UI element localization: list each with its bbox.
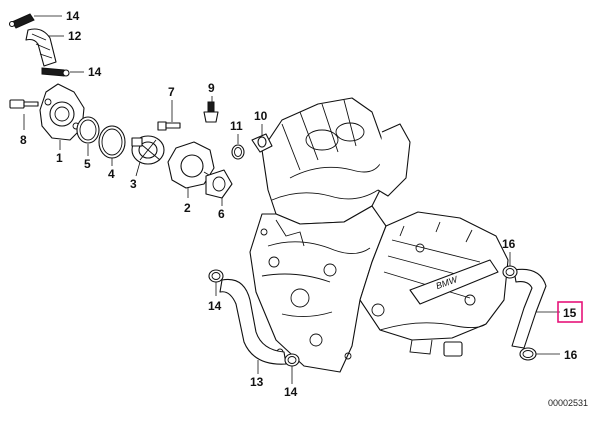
- callout-16[interactable]: 16: [564, 348, 578, 362]
- thermostat-part-3: [131, 135, 165, 165]
- callout-6[interactable]: 6: [218, 207, 225, 221]
- callout-12[interactable]: 12: [68, 29, 82, 43]
- callout-5[interactable]: 5: [84, 157, 91, 171]
- hose-part-13: [219, 278, 287, 365]
- water-pump-housing-part-2: [167, 141, 215, 189]
- callout-7[interactable]: 7: [168, 85, 175, 99]
- callout-8[interactable]: 8: [20, 133, 27, 147]
- callout-11[interactable]: 11: [230, 119, 243, 133]
- callout-labels: 14 12 14 8 1 5 4 3 7 9 2 11 10 6 16 15 1…: [20, 9, 583, 399]
- o-ring-part-11: [231, 144, 245, 160]
- callout-14[interactable]: 14: [284, 385, 298, 399]
- callout-9[interactable]: 9: [208, 81, 215, 95]
- leader-lines: [23, 15, 560, 384]
- highlight-box-15: [557, 301, 583, 323]
- callout-14[interactable]: 14: [66, 9, 80, 23]
- bolt-part-8: [9, 99, 39, 109]
- temp-sensor-part-9: [203, 101, 219, 123]
- hose-clamp-part-16-upper: [502, 265, 518, 279]
- callout-14[interactable]: 14: [88, 65, 102, 79]
- callout-10[interactable]: 10: [254, 109, 268, 123]
- diagram-reference-number: 00002531: [548, 398, 588, 408]
- callout-13[interactable]: 13: [250, 375, 264, 389]
- callout-4[interactable]: 4: [108, 167, 115, 181]
- callout-14[interactable]: 14: [208, 299, 222, 313]
- hose-clamp-part-16-lower: [519, 347, 537, 361]
- gasket-ring-part-4: [98, 125, 126, 159]
- upper-pipe-part-12: [25, 28, 57, 67]
- o-ring-part-5: [76, 116, 100, 144]
- hose-clamp-part-14-upper-left: [208, 269, 224, 283]
- callout-1[interactable]: 1: [56, 151, 63, 165]
- temp-sender-part-10: [251, 133, 273, 153]
- hose-clamp-part-14-top: [8, 13, 35, 29]
- flange-gasket-part-6: [205, 169, 233, 199]
- engine-block: BMW: [249, 97, 509, 373]
- hose-clamp-part-14-lower: [284, 353, 300, 367]
- bolt-part-7: [157, 121, 181, 131]
- hose-clamp-part-14-mid: [41, 67, 70, 77]
- hose-part-15: [511, 268, 547, 349]
- callout-15[interactable]: 15: [563, 306, 577, 320]
- thermostat-housing-part-1: [39, 83, 85, 141]
- callout-3[interactable]: 3: [130, 177, 137, 191]
- callout-16[interactable]: 16: [502, 237, 516, 251]
- callout-2[interactable]: 2: [184, 201, 191, 215]
